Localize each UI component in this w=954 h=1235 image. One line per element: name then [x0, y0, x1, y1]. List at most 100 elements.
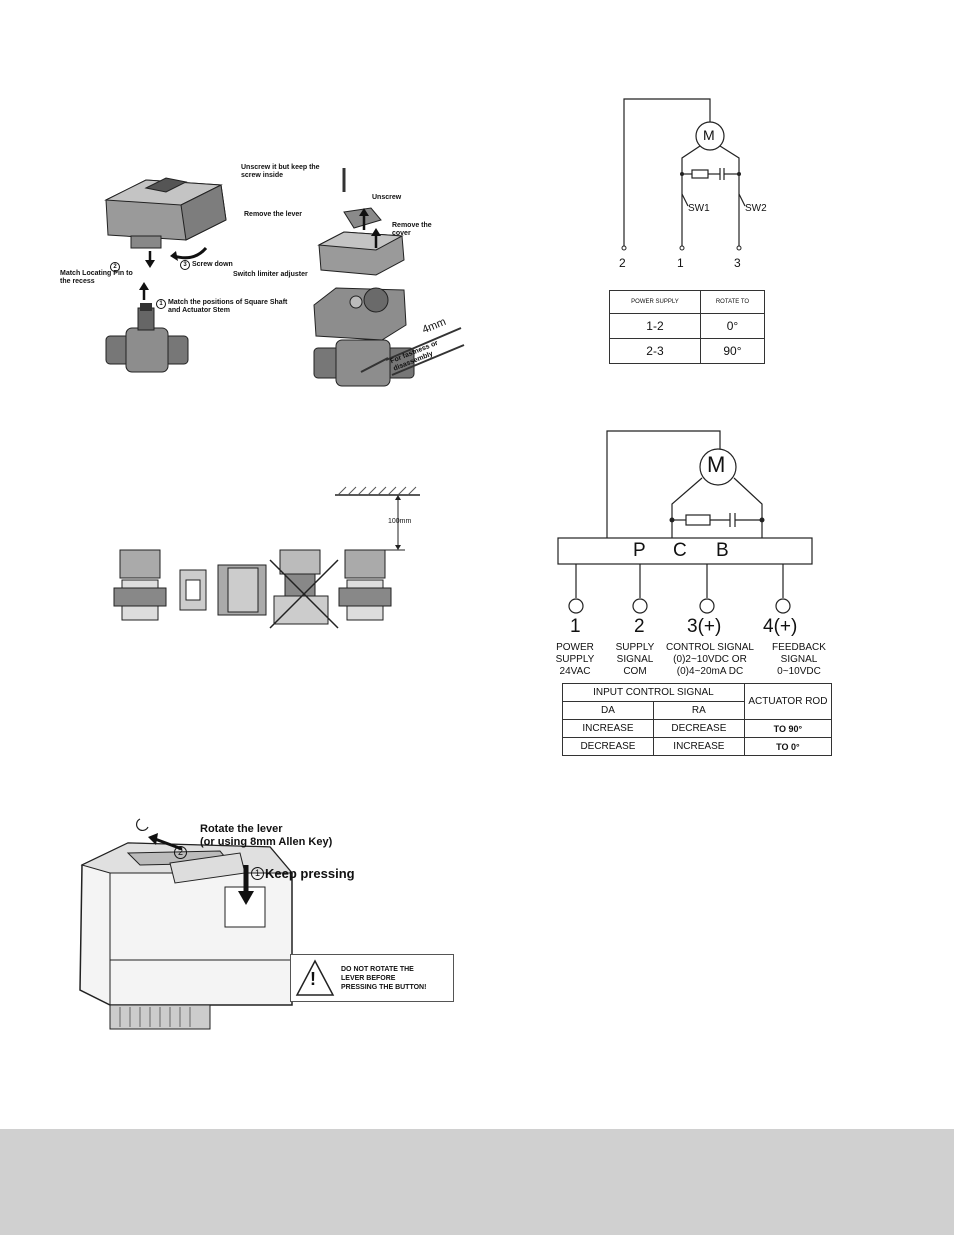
- cell: DECREASE: [562, 737, 654, 756]
- terminal-1-label: 1: [570, 616, 581, 637]
- table-row: 1-2 0°: [609, 313, 766, 339]
- desc-line: CONTROL SIGNAL: [666, 642, 754, 653]
- installation-figure: 1 Match the positions of Square Shaft an…: [60, 150, 466, 395]
- modulating-schematic: [557, 430, 813, 614]
- cell: 2-3: [609, 338, 701, 364]
- mounting-drawing: [113, 486, 420, 629]
- step-number-3: 3: [180, 260, 190, 270]
- footer-band: [0, 1129, 954, 1235]
- terminal-2-label: 2: [619, 256, 626, 270]
- cell: INCREASE: [562, 719, 654, 738]
- inverted-mount-not-allowed: [269, 549, 339, 629]
- sw2-label: SW2: [745, 203, 767, 214]
- cell: DECREASE: [652, 719, 745, 738]
- step1-text: Match the positions of Square Shaft and …: [167, 299, 288, 314]
- onoff-schematic: [621, 98, 746, 251]
- table-header-row: INPUT CONTROL SIGNAL ACTUATOR ROD: [562, 683, 833, 720]
- terminal-4-label: 4(+): [763, 616, 798, 637]
- step3-text: Screw down: [191, 261, 233, 268]
- terminal-1-label: 1: [677, 256, 684, 270]
- warning-line3: PRESSING THE BUTTON!: [341, 984, 427, 991]
- mounting-orientation-figure: 100mm: [110, 480, 450, 630]
- cell: 90°: [699, 338, 766, 364]
- warning-line2: LEVER BEFORE: [341, 975, 396, 982]
- switch-limiter-text: Switch limiter adjuster: [233, 271, 308, 278]
- terminal-3-desc: CONTROL SIGNAL (0)2~10VDC OR (0)4~20mA D…: [658, 642, 762, 678]
- control-signal-table: INPUT CONTROL SIGNAL ACTUATOR ROD DA RA …: [562, 683, 833, 756]
- wiring-diagram-modulating: M P C B 1 2 3(+) 4(+) POWER SUPPLY 24VAC…: [550, 428, 840, 688]
- table-row: DECREASE INCREASE TO 0°: [562, 737, 833, 756]
- warning-line1: DO NOT ROTATE THE: [341, 966, 414, 973]
- bar-label-p: P: [633, 540, 646, 561]
- sideways-mount-2: [217, 564, 267, 616]
- terminal-3-label: 3: [734, 256, 741, 270]
- actuator-right-exploded: [313, 168, 415, 387]
- onoff-table: POWER SUPPLY ROTATE TO 1-2 0° 2-3 90°: [609, 290, 766, 364]
- warning-text: DO NOT ROTATE THE LEVER BEFORE PRESSING …: [341, 965, 426, 992]
- keep-pressing-label: Keep pressing: [265, 866, 355, 881]
- sideways-mount-1: [179, 569, 207, 611]
- warning-box: ! DO NOT ROTATE THE LEVER BEFORE PRESSIN…: [290, 954, 454, 1002]
- step-number-1: 1: [156, 299, 166, 309]
- wiring-diagram-onoff: M SW1 SW2 2 1 3: [600, 90, 780, 275]
- desc-line: SIGNAL: [616, 654, 654, 665]
- desc-line: POWER: [556, 642, 594, 653]
- terminal-1-desc: POWER SUPPLY 24VAC: [550, 642, 600, 678]
- valve-left: [105, 303, 189, 373]
- desc-line: COM: [623, 666, 647, 677]
- clearance-distance-label: 100mm: [388, 518, 412, 525]
- motor-label: M: [703, 127, 715, 143]
- bar-label-b: B: [716, 540, 729, 561]
- desc-line: FEEDBACK: [772, 642, 826, 653]
- cell: INCREASE: [652, 737, 745, 756]
- installation-drawing: [104, 168, 465, 387]
- unscrew-text: Unscrew: [372, 194, 402, 201]
- remove-cover-text: Remove the cover: [392, 222, 432, 237]
- rotate-lever-label: Rotate the lever (or using 8mm Allen Key…: [200, 823, 332, 849]
- header-input-control-signal: INPUT CONTROL SIGNAL: [562, 683, 745, 702]
- actuator-left: [104, 177, 227, 249]
- step2-number: 2: [110, 262, 120, 272]
- header-ra: RA: [652, 701, 745, 720]
- terminal-3-label: 3(+): [687, 616, 722, 637]
- warning-symbol: !: [310, 969, 316, 989]
- step3-label: 3 Screw down: [180, 260, 233, 270]
- table-row: INCREASE DECREASE TO 90°: [562, 719, 833, 738]
- desc-line: 0~10VDC: [777, 666, 821, 677]
- step-number-2: 2: [110, 262, 120, 272]
- rotate-line1: Rotate the lever: [200, 823, 283, 835]
- desc-line: (0)2~10VDC OR: [673, 654, 747, 665]
- desc-line: 24VAC: [559, 666, 591, 677]
- step-number-2: 2: [174, 846, 187, 859]
- step2-text: Match Locating Pin to the recess: [60, 270, 133, 285]
- unscrew-keep-text: Unscrew it but keep the screw inside: [241, 164, 320, 179]
- sw1-label: SW1: [688, 203, 710, 214]
- step-number-1: 1: [251, 867, 264, 880]
- rotate-line2: (or using 8mm Allen Key): [200, 836, 333, 848]
- desc-line: (0)4~20mA DC: [676, 666, 744, 677]
- terminal-4-desc: FEEDBACK SIGNAL 0~10VDC: [764, 642, 834, 678]
- desc-line: SUPPLY: [555, 654, 595, 665]
- manual-override-figure: Rotate the lever (or using 8mm Allen Key…: [70, 815, 470, 1035]
- desc-line: SIGNAL: [780, 654, 818, 665]
- step1-label: 1 Match the positions of Square Shaft an…: [156, 299, 293, 315]
- cell: 1-2: [609, 313, 701, 339]
- motor-label: M: [707, 452, 726, 477]
- header-power-supply: POWER SUPPLY: [609, 290, 701, 314]
- terminal-2-label: 2: [634, 616, 645, 637]
- upright-mount-2: [338, 549, 392, 621]
- desc-line: SUPPLY: [615, 642, 655, 653]
- header-rotate-to: ROTATE TO: [699, 290, 766, 314]
- cell: 0°: [699, 313, 766, 339]
- cell: TO 0°: [743, 737, 833, 756]
- cell: TO 90°: [743, 719, 833, 738]
- remove-lever-text: Remove the lever: [244, 211, 302, 218]
- terminal-2-desc: SUPPLY SIGNAL COM: [610, 642, 660, 678]
- table-header-row: POWER SUPPLY ROTATE TO: [609, 290, 766, 314]
- header-da: DA: [562, 701, 654, 720]
- table-row: 2-3 90°: [609, 338, 766, 364]
- upright-mount-1: [113, 549, 167, 621]
- bar-label-c: C: [673, 540, 687, 561]
- header-actuator-rod: ACTUATOR ROD: [743, 683, 833, 720]
- warning-triangle-icon: [295, 959, 335, 996]
